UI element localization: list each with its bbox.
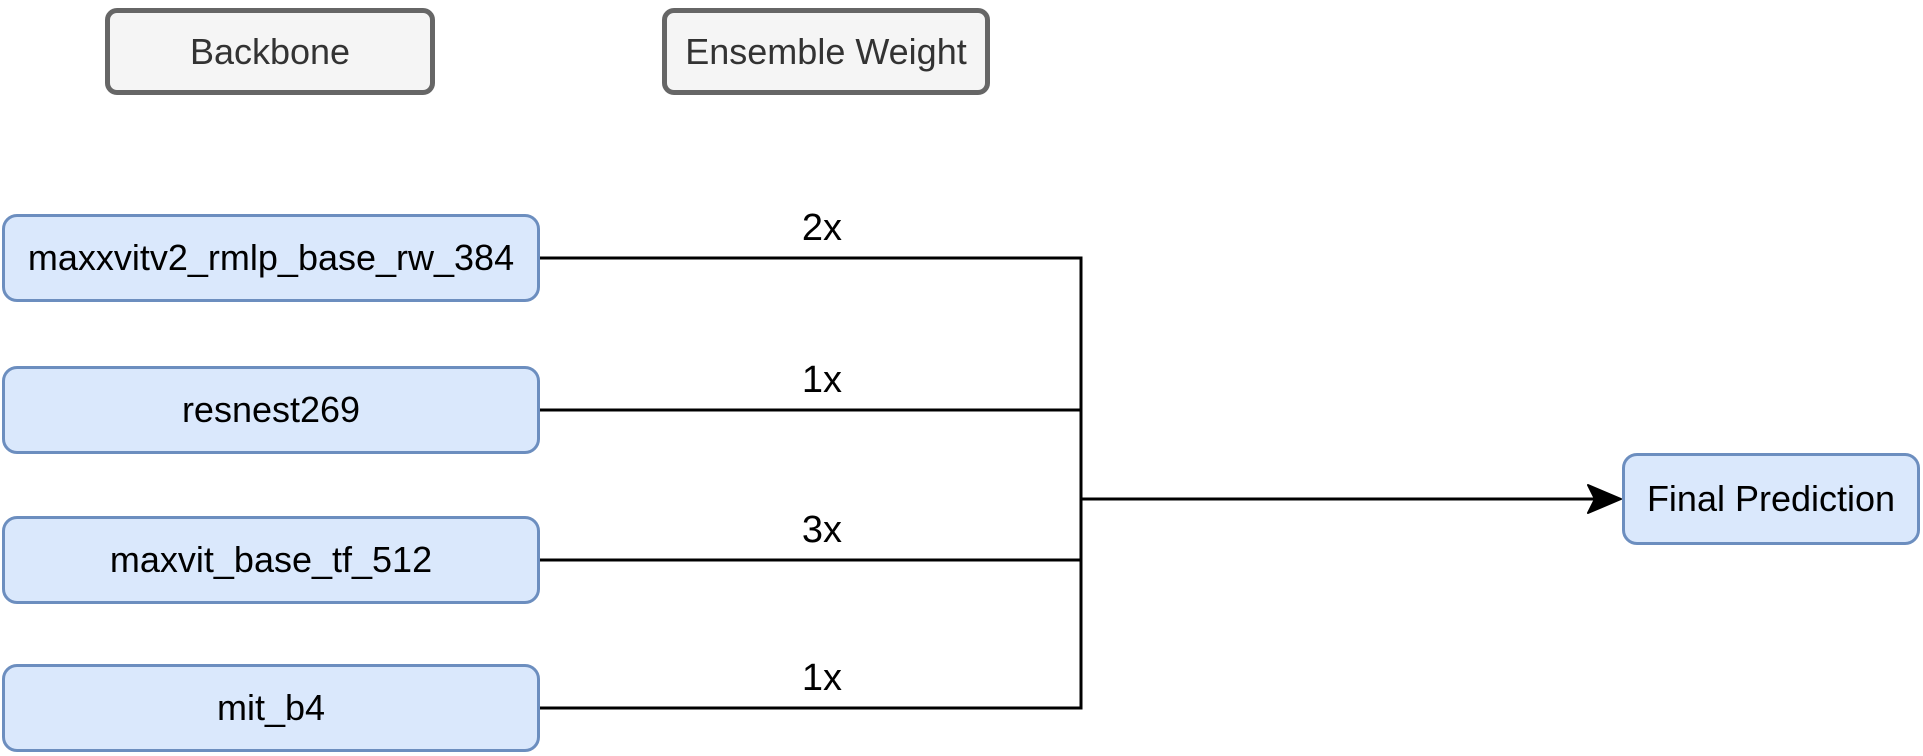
model-node-label: resnest269 bbox=[181, 389, 361, 430]
arrowhead-icon bbox=[1587, 484, 1622, 514]
model-node-label: mit_b4 bbox=[216, 687, 326, 728]
legend-ensemble-weight: Ensemble Weight bbox=[662, 8, 990, 95]
model-node-maxvit-base-tf-512: maxvit_base_tf_512 bbox=[2, 516, 540, 604]
model-node-resnest269: resnest269 bbox=[2, 366, 540, 454]
model-node-mit-b4: mit_b4 bbox=[2, 664, 540, 752]
weight-label-1: 2x bbox=[801, 207, 843, 249]
weight-label-2: 1x bbox=[801, 359, 843, 401]
model-node-label: maxvit_base_tf_512 bbox=[109, 539, 433, 580]
legend-backbone-label: Backbone bbox=[189, 30, 351, 72]
model-node-maxxvitv2-rmlp-base-rw-384: maxxvitv2_rmlp_base_rw_384 bbox=[2, 214, 540, 302]
legend-backbone: Backbone bbox=[105, 8, 435, 95]
weight-label-3: 3x bbox=[801, 509, 843, 551]
final-prediction-node: Final Prediction bbox=[1622, 453, 1920, 545]
weight-label-4: 1x bbox=[801, 657, 843, 699]
model-node-label: maxxvitv2_rmlp_base_rw_384 bbox=[27, 237, 515, 278]
legend-ensemble-weight-label: Ensemble Weight bbox=[685, 30, 967, 72]
final-prediction-label: Final Prediction bbox=[1646, 478, 1896, 519]
